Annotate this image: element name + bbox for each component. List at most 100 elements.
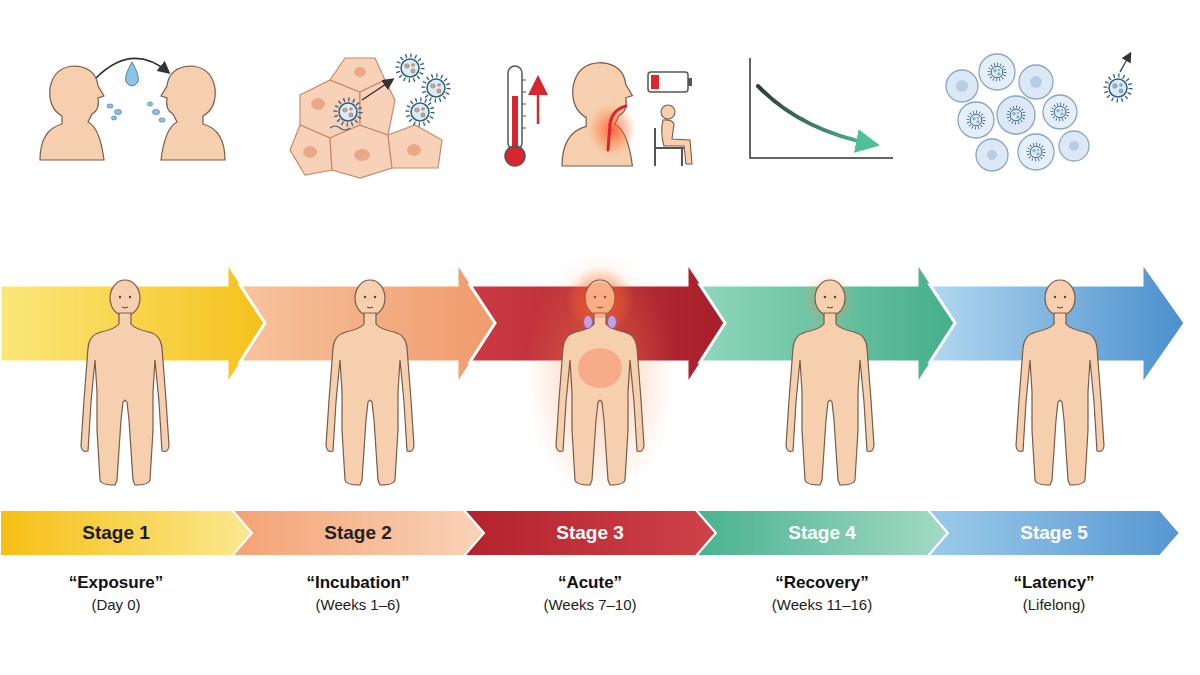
chevron-shape (464, 510, 716, 556)
transmission-icon (107, 104, 113, 108)
cell-infection-icon (354, 149, 370, 161)
stage-banner: Stage 4“Recovery”(Weeks 11–16) (696, 510, 948, 556)
transmission-icon (153, 110, 160, 115)
latent-cells-icon (1106, 76, 1131, 101)
latent-cells-icon (968, 112, 984, 128)
decline-chart-icon (750, 58, 893, 158)
symptom-icons (505, 63, 692, 166)
stage-banner: Stage 1“Exposure”(Day 0) (0, 510, 252, 556)
latent-cells-icon (1120, 54, 1130, 72)
transmission-icon (159, 118, 165, 122)
cell-infection-icon (354, 67, 366, 77)
human-figure (81, 280, 169, 485)
stage-number: Stage 3 (484, 510, 696, 556)
human-figure (326, 280, 414, 485)
stage-name: “Recovery” (696, 573, 948, 593)
symptom-icons (505, 146, 525, 166)
fever-glow (578, 348, 622, 388)
latent-cells-icon (1019, 65, 1053, 99)
latent-cells-icon (989, 64, 1005, 80)
lymph-node (608, 316, 617, 329)
cell-infection-icon (362, 80, 392, 100)
transmission-icon (161, 66, 225, 160)
latent-cells-icon (1008, 107, 1024, 123)
symptom-icons (661, 105, 675, 119)
stage-banner: Stage 5“Latency”(Lifelong) (928, 510, 1180, 556)
symptom-icons (512, 96, 518, 152)
fever-glow (584, 282, 616, 318)
transmission-icon (126, 62, 139, 86)
stage-duration: (Lifelong) (928, 596, 1180, 614)
cell-infection-icon (388, 125, 442, 168)
human-figure (786, 280, 874, 485)
latent-cells-icon (979, 54, 1015, 90)
stage-number: Stage 2 (252, 510, 464, 556)
stage-number: Stage 4 (716, 510, 928, 556)
human-figure (1016, 280, 1104, 485)
latent-cells-icon (1052, 104, 1068, 120)
stage-number: Stage 5 (948, 510, 1160, 556)
chevron-shape (232, 510, 484, 556)
latent-cells-icon (1059, 131, 1089, 161)
stage-name: “Latency” (928, 573, 1180, 593)
symptom-icons (688, 78, 692, 86)
stage-name: “Incubation” (232, 573, 484, 593)
symptom-icons (648, 72, 688, 92)
stage-number: Stage 1 (0, 510, 232, 556)
cell-infection-icon (311, 98, 325, 110)
stage-name: “Exposure” (0, 573, 252, 593)
transmission-icon (40, 66, 104, 160)
transmission-icon (40, 58, 225, 160)
latent-cells-icon (956, 80, 968, 92)
symptom-icons (651, 75, 659, 89)
cell-infection-icon (290, 56, 449, 179)
symptom-icons (588, 104, 636, 156)
latent-cells-icon (1030, 76, 1042, 88)
latent-cells-icon (1052, 104, 1068, 120)
stage-duration: (Day 0) (0, 596, 252, 614)
latent-cells-icon (1069, 141, 1079, 151)
cell-infection-icon (407, 144, 421, 156)
decline-chart-icon (750, 58, 893, 158)
cell-infection-icon (408, 100, 433, 125)
latent-cells-icon (968, 112, 984, 128)
lymph-node (584, 316, 593, 329)
cell-infection-icon (303, 146, 317, 158)
cell-infection-icon (360, 80, 395, 135)
latent-cells-icon (1028, 144, 1044, 160)
decline-chart-icon (758, 86, 872, 144)
latent-cells-icon (997, 96, 1035, 134)
latent-cells-icon (989, 64, 1005, 80)
chevron-shape (928, 510, 1180, 556)
latent-cells-icon (958, 102, 994, 138)
human-figure (556, 280, 644, 485)
latent-cells-icon (976, 139, 1008, 171)
chevron-shape (696, 510, 948, 556)
transmission-icon (115, 110, 122, 115)
latent-cells-icon (1008, 107, 1024, 123)
latent-cells-icon (946, 54, 1131, 171)
cell-infection-icon (424, 76, 449, 101)
cell-infection-icon (398, 56, 423, 81)
stage-duration: (Weeks 11–16) (696, 596, 948, 614)
fever-glow (525, 250, 675, 500)
symptom-icons (537, 80, 540, 124)
latent-cells-icon (1018, 134, 1054, 170)
latent-cells-icon (1028, 144, 1044, 160)
transmission-icon (161, 66, 225, 160)
stage-name: “Acute” (464, 573, 716, 593)
symptom-icons (522, 80, 526, 128)
latent-cells-icon (987, 150, 997, 160)
latent-cells-icon (946, 70, 978, 102)
transmission-icon (148, 102, 153, 106)
cell-infection-icon (330, 126, 350, 130)
symptom-icons (662, 120, 692, 164)
cell-infection-icon (336, 100, 361, 125)
stage-duration: (Weeks 1–6) (232, 596, 484, 614)
stage-banner: Stage 3“Acute”(Weeks 7–10) (464, 510, 716, 556)
stage-duration: (Weeks 7–10) (464, 596, 716, 614)
latent-cells-icon (1043, 95, 1077, 129)
transmission-icon (112, 116, 117, 120)
chevron-shape (0, 510, 252, 556)
